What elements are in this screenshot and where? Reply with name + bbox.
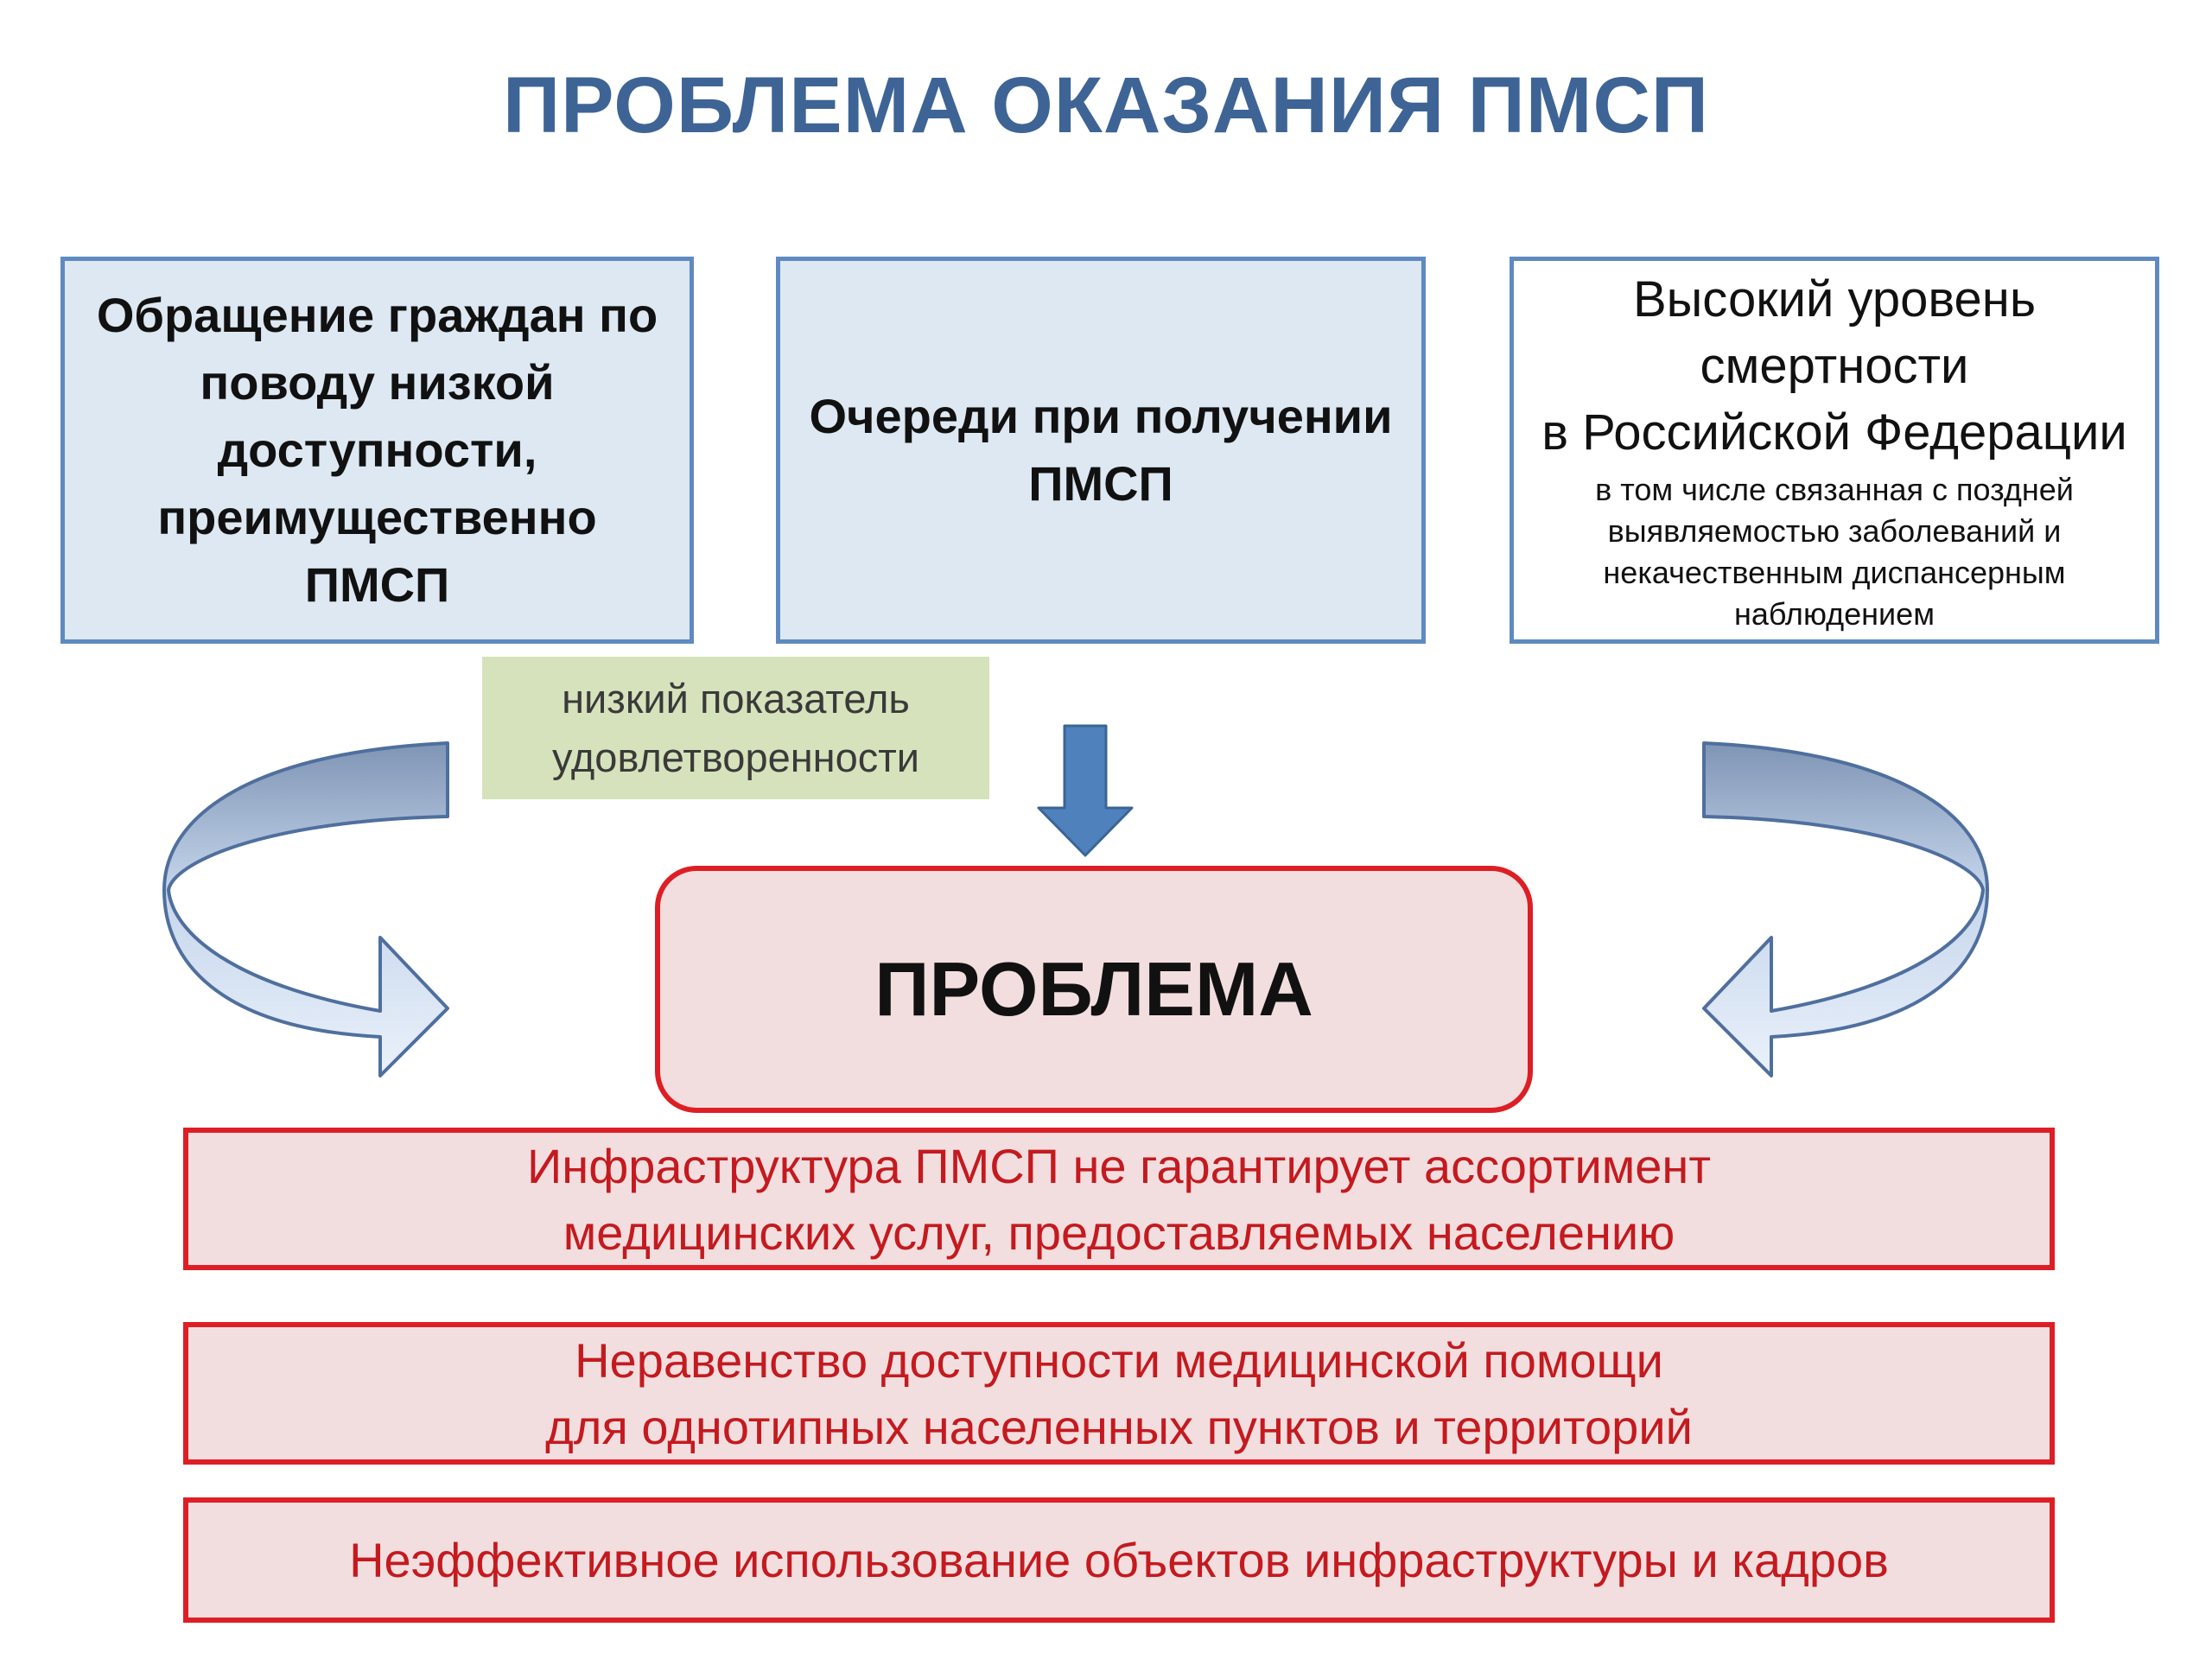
box-line: в Российской Федерации [1541,404,2127,461]
mortality-box: Высокий уровень смертности в Российской … [1510,257,2159,644]
box-line: Очереди при получении [809,389,1393,443]
box-subline: некачественным диспансерным [1603,554,2066,590]
queues-box: Очереди при получении ПМСП [776,257,1426,644]
down-arrow-icon [1037,724,1134,857]
box-line: доступности, [217,423,537,477]
access-complaints-box: Обращение граждан по поводу низкой досту… [60,257,694,644]
problem-label: ПРОБЛЕМА [874,946,1313,1032]
curved-arrow-left-icon [162,741,449,1077]
consequence-box: Неэффективное использование объектов инф… [183,1497,2055,1623]
box-subline: выявляемостью заболеваний и [1607,512,2062,549]
box-line: Высокий уровень [1632,270,2037,327]
consequence-line: Неравенство доступности медицинской помо… [575,1332,1663,1388]
box-line: поводу низкой [200,355,555,410]
consequence-line: Инфраструктура ПМСП не гарантирует ассор… [527,1138,1711,1193]
box-subline: в том числе связанная с поздней [1595,471,2074,507]
box-line: Обращение граждан по [96,288,658,342]
consequence-line: медицинских услуг, предоставляемых насел… [563,1205,1675,1260]
satisfaction-label: низкий показатель удовлетворенности [482,657,989,799]
box-line: смертности [1700,337,1969,394]
box-line: ПМСП [1028,456,1173,511]
page-title: ПРОБЛЕМА ОКАЗАНИЯ ПМСП [502,61,1710,149]
consequence-box: Неравенство доступности медицинской помо… [183,1322,2055,1465]
problem-box: ПРОБЛЕМА [655,866,1533,1113]
consequence-line: Неэффективное использование объектов инф… [349,1533,1889,1587]
consequence-box: Инфраструктура ПМСП не гарантирует ассор… [183,1128,2055,1270]
box-line: ПМСП [304,557,450,612]
curved-arrow-right-icon [1702,741,1989,1077]
consequence-line: для однотипных населенных пунктов и терр… [545,1399,1693,1454]
label-line: низкий показатель [562,675,910,721]
box-line: преимущественно [157,490,597,544]
label-line: удовлетворенности [551,734,920,780]
box-subtext: в том числе связанная с поздней выявляем… [1595,469,2074,635]
box-subline: наблюдением [1734,595,1935,632]
